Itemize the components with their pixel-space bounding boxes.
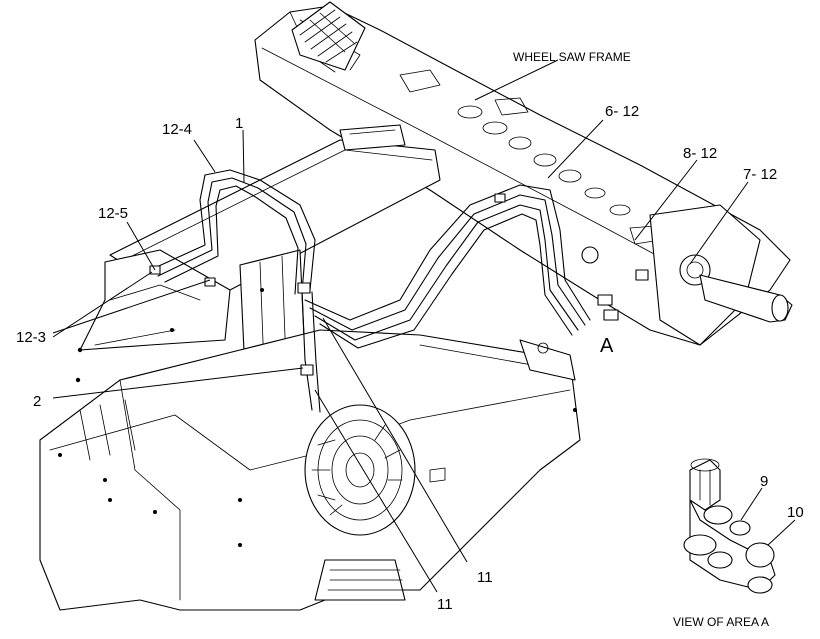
hydraulic-motor: [304, 404, 416, 601]
area-a-inset: [683, 458, 776, 594]
leader-lines: [52, 59, 796, 593]
callout-6-12: 6- 12: [605, 103, 639, 120]
label-area-a: A: [600, 335, 614, 357]
pedal-plate: [291, 1, 366, 71]
callout-11-upper: 11: [477, 569, 493, 586]
callout-12-3: 12-3: [16, 329, 46, 346]
callout-7-12: 7- 12: [743, 166, 777, 183]
left-bracket: [75, 249, 231, 385]
callout-12-4: 12-4: [162, 121, 192, 138]
callout-10: 10: [787, 504, 804, 521]
callout-1: 1: [235, 115, 243, 132]
callout-12-5: 12-5: [98, 205, 128, 222]
hose-bundle: [149, 169, 649, 413]
callout-8-12: 8- 12: [683, 145, 717, 162]
callout-11-lower: 11: [437, 596, 453, 613]
label-wheel-saw-frame: WHEEL SAW FRAME: [513, 50, 631, 64]
callout-9: 9: [760, 473, 768, 490]
label-view-of-area-a: VIEW OF AREA A: [673, 615, 769, 629]
wheel-saw-frame-beam: [254, 5, 793, 346]
callout-2: 2: [33, 393, 41, 410]
